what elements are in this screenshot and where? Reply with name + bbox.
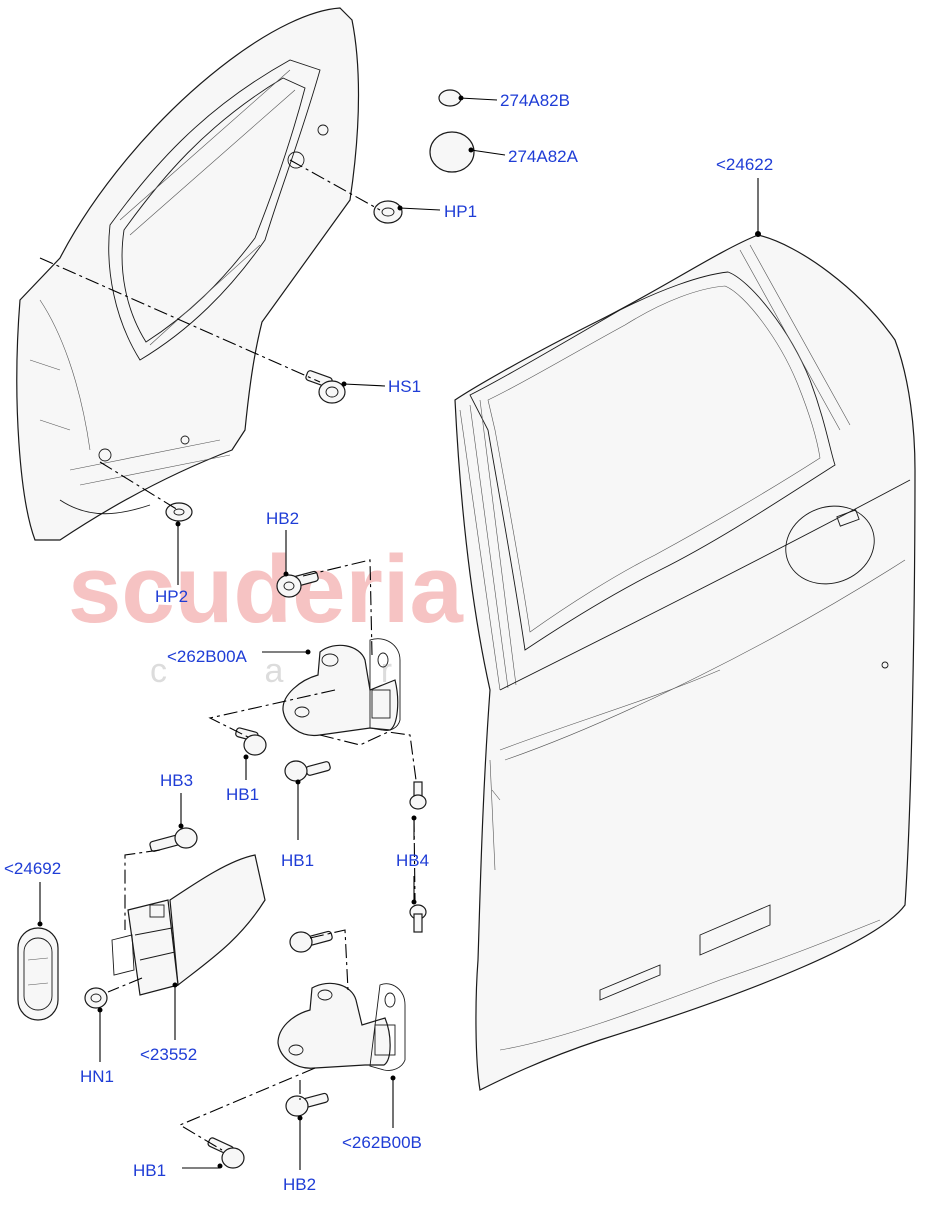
label-hb3: HB3 (160, 771, 193, 790)
label-hb2-bottom: HB2 (283, 1175, 316, 1194)
hinge-upper-262b00a (282, 638, 401, 737)
bolt-hb4-lower (409, 904, 427, 933)
door-inner-frame (16, 7, 360, 541)
bolt-hb2-top (276, 570, 319, 598)
leader-lines (37, 95, 761, 1170)
bolt-hb4-upper (409, 781, 427, 810)
label-262b00b: <262B00B (342, 1133, 422, 1152)
assembly-lines (39, 159, 417, 1151)
label-hb4: HB4 (396, 851, 429, 870)
cover-24692 (17, 927, 59, 1021)
label-hb2-top: HB2 (266, 509, 299, 528)
label-hb1-a: HB1 (226, 785, 259, 804)
bolt-hb1-bottom (207, 1137, 245, 1169)
label-hn1: HN1 (80, 1067, 114, 1086)
nut-hn1 (84, 987, 108, 1009)
label-274a82b: 274A82B (500, 91, 570, 110)
door-outer-skin (454, 234, 916, 1091)
label-hp2: HP2 (155, 587, 188, 606)
watermark-brand: scuderia (68, 536, 463, 643)
plug-274a82a (429, 131, 475, 173)
label-hb1-b: HB1 (281, 851, 314, 870)
bolt-hb1-mid (289, 930, 333, 953)
label-274a82a: 274A82A (508, 147, 579, 166)
label-24622: <24622 (716, 155, 773, 174)
check-strap-23552 (111, 854, 266, 996)
bolt-hb1-a (235, 727, 267, 756)
label-262b00a: <262B00A (167, 647, 248, 666)
label-24692: <24692 (4, 859, 61, 878)
bolt-hb1-b (284, 760, 331, 782)
part-labels: 274A82B 274A82A <24622 HP1 HS1 HP2 HB2 <… (4, 91, 773, 1194)
bolt-hs1 (305, 370, 346, 404)
hinge-lower-262b00b (277, 982, 406, 1071)
plug-hp2 (165, 502, 193, 522)
plug-hp1 (373, 200, 403, 224)
bolt-hb3 (149, 827, 198, 852)
label-hs1: HS1 (388, 377, 421, 396)
label-hp1: HP1 (444, 202, 477, 221)
bolt-hb2-bottom (285, 1092, 329, 1117)
label-hb1-c: HB1 (133, 1161, 166, 1180)
plug-274a82b (438, 89, 462, 107)
label-23552: <23552 (140, 1045, 197, 1064)
